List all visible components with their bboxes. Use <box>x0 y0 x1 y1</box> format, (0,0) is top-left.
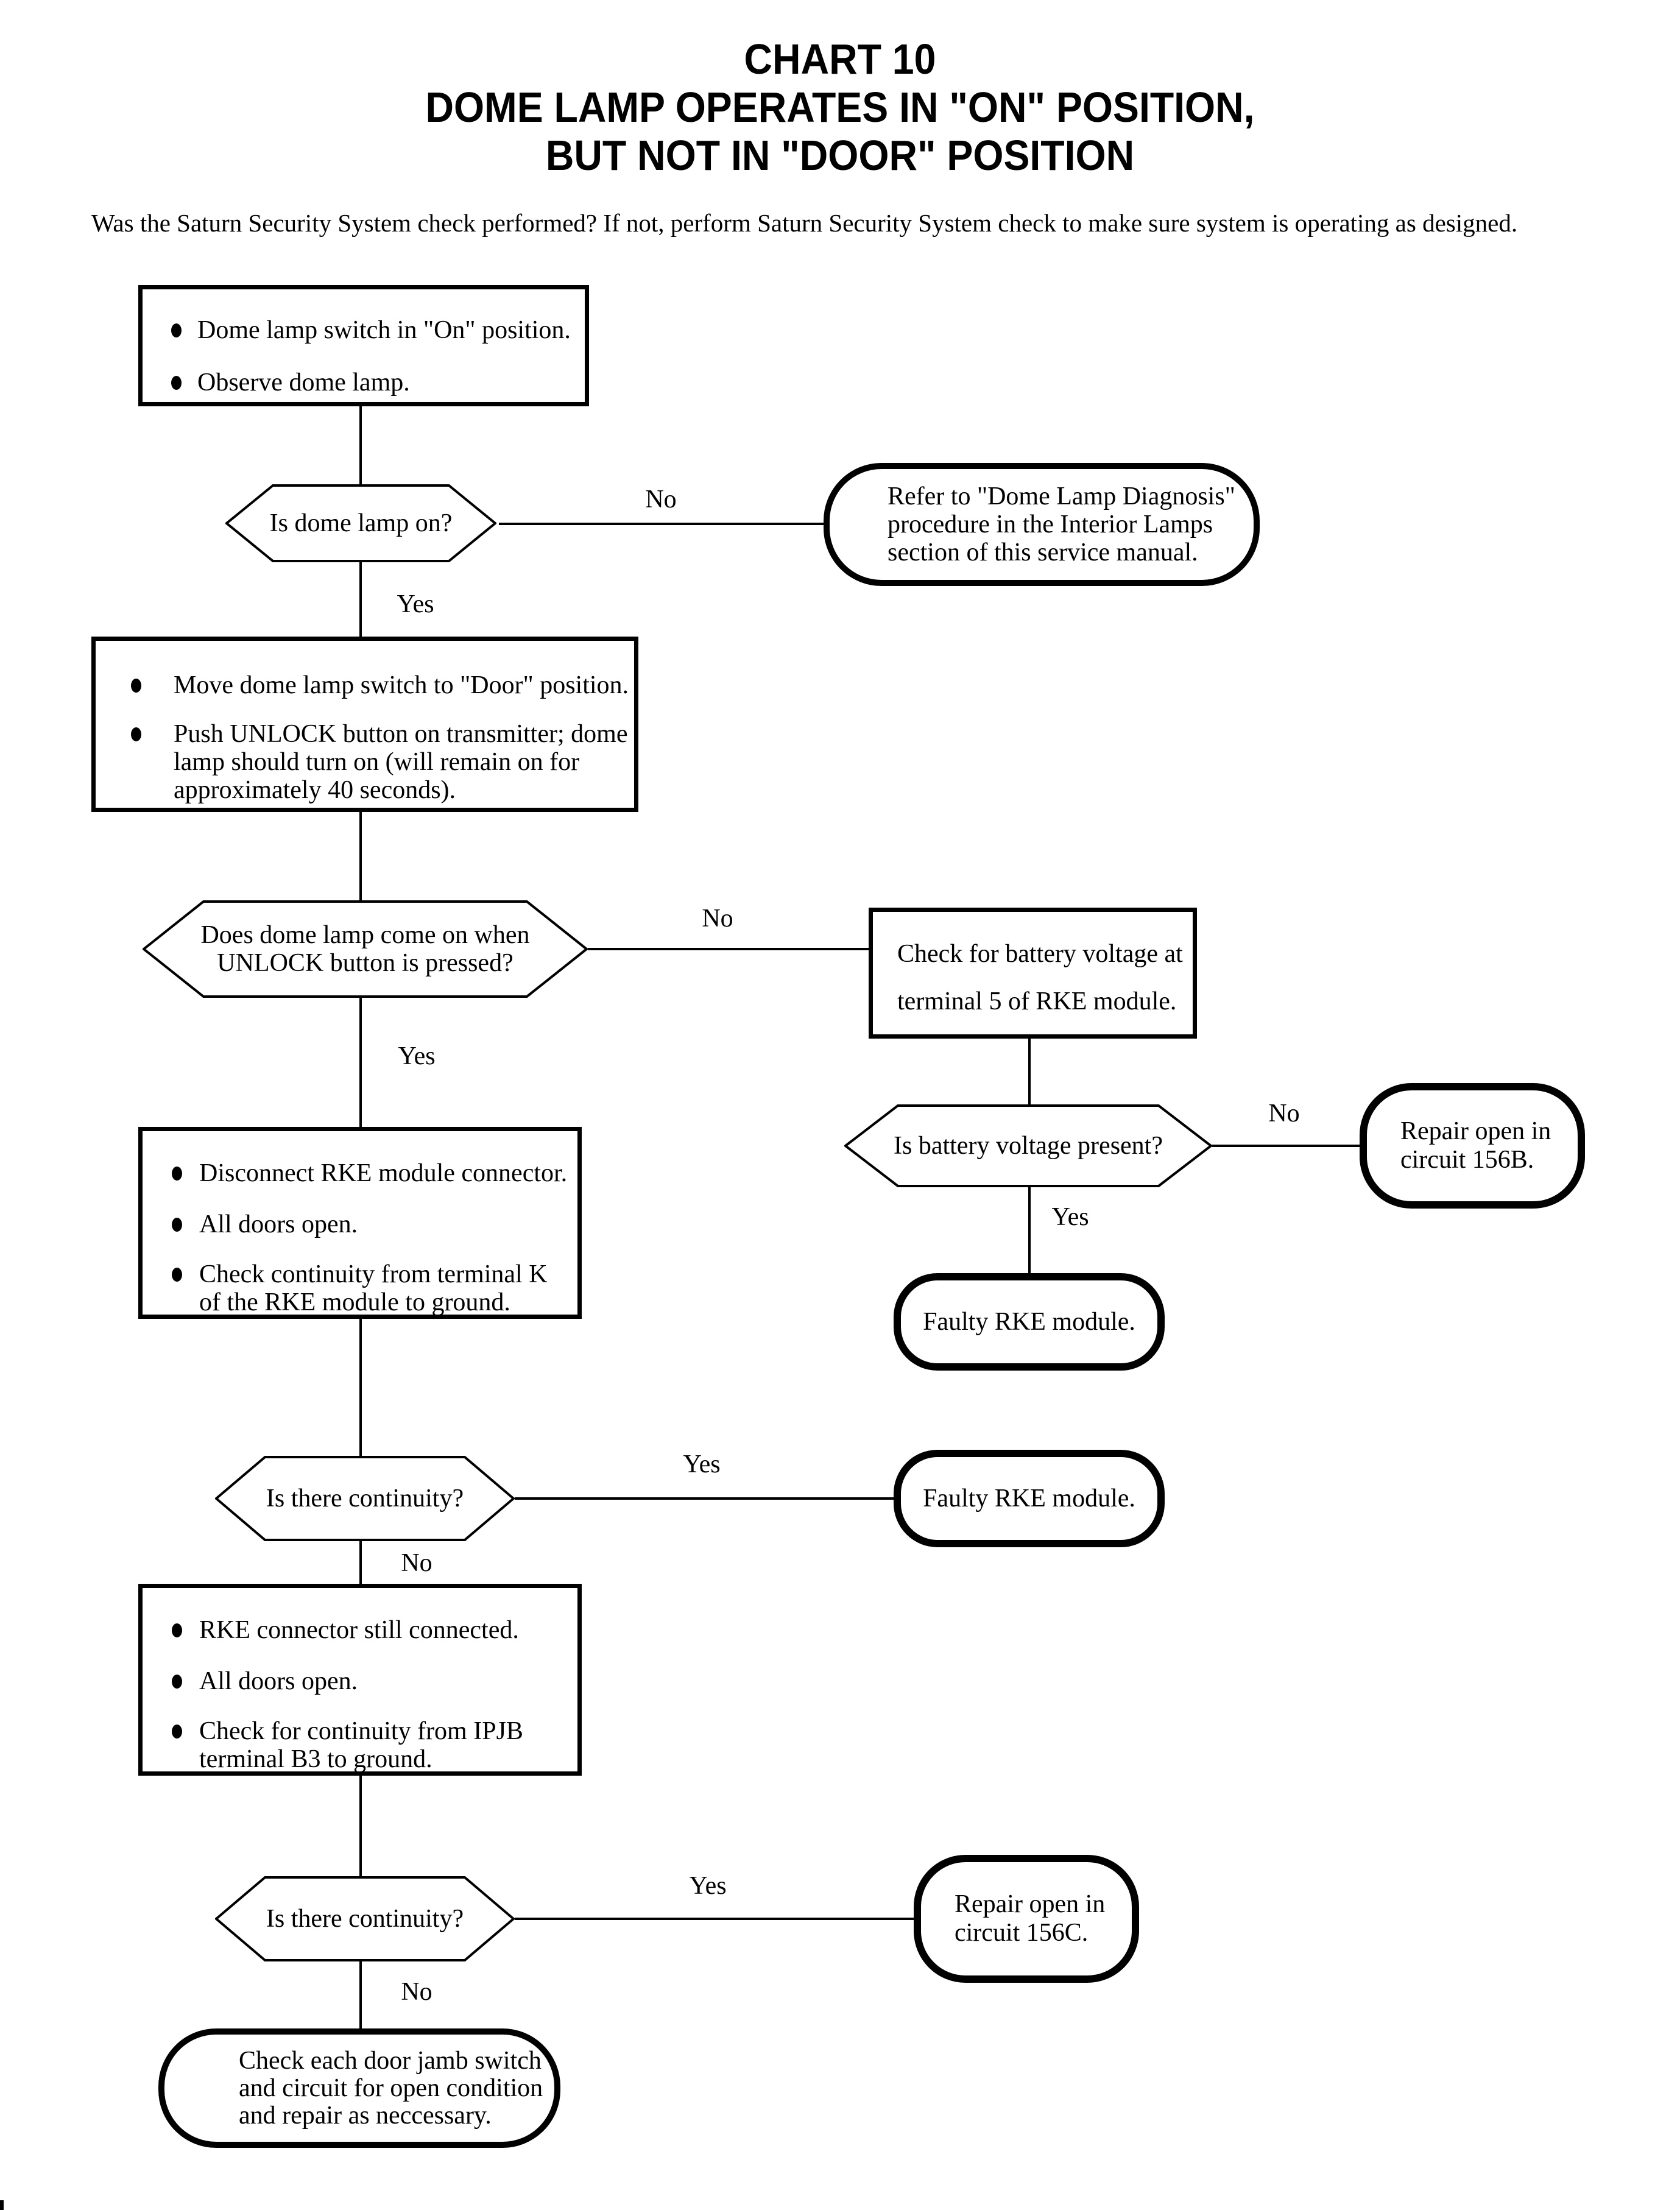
decision-question: Is battery voltage present? <box>894 1132 1163 1160</box>
terminal-text-line: procedure in the Interior Lamps <box>888 510 1213 538</box>
connector-line <box>359 1961 362 2028</box>
process-step: Disconnect RKE module connector. <box>199 1159 568 1187</box>
connector-line <box>359 998 362 1127</box>
connector-line <box>499 523 824 525</box>
terminal-text-line: circuit 156B. <box>1400 1146 1534 1174</box>
process-step: RKE connector still connected. <box>199 1616 519 1644</box>
decision-continuity-2: Is there continuity? <box>215 1876 515 1961</box>
connector-line <box>1028 1187 1031 1273</box>
connector-line <box>359 812 362 900</box>
process-step: lamp should turn on (will remain on for <box>174 748 580 776</box>
connector-line <box>1028 1039 1031 1104</box>
connector-line <box>359 1541 362 1584</box>
terminal-text-line: section of this service manual. <box>888 538 1198 567</box>
process-step: terminal B3 to ground. <box>199 1745 432 1773</box>
terminal-repair-156c: Repair open in circuit 156C. <box>914 1855 1139 1983</box>
decision-question: Is dome lamp on? <box>269 509 453 537</box>
label-no: No <box>401 1549 432 1577</box>
label-yes: Yes <box>397 590 434 618</box>
label-no: No <box>645 485 677 514</box>
decision-question-line: UNLOCK button is pressed? <box>217 949 514 977</box>
process-step: Move dome lamp switch to "Door" position… <box>174 671 629 699</box>
process-box-observe: Dome lamp switch in "On" position. Obser… <box>138 285 589 406</box>
process-step: All doors open. <box>199 1667 358 1695</box>
connector-line <box>359 1319 362 1456</box>
process-step: of the RKE module to ground. <box>199 1288 510 1316</box>
terminal-faulty-rke-1: Faulty RKE module. <box>894 1273 1165 1371</box>
chart-title-line1: CHART 10 <box>744 35 936 83</box>
label-yes: Yes <box>398 1042 436 1070</box>
connector-line <box>359 406 362 484</box>
hexagon-shape <box>215 1456 515 1541</box>
connector-line <box>588 948 869 950</box>
bullet-icon <box>171 323 182 337</box>
terminal-text-line: Check each door jamb switch <box>239 2046 542 2075</box>
connector-line <box>1212 1145 1360 1147</box>
process-box-battery: Check for battery voltage at terminal 5 … <box>869 908 1197 1039</box>
bullet-icon <box>131 679 141 693</box>
decision-question: Is there continuity? <box>266 1485 464 1513</box>
terminal-text: Faulty RKE module. <box>923 1308 1135 1336</box>
process-step: Check for battery voltage at <box>897 940 1183 968</box>
chart-title: CHART 10 DOME LAMP OPERATES IN "ON" POSI… <box>67 35 1612 180</box>
process-box-move-switch: Move dome lamp switch to "Door" position… <box>91 637 638 812</box>
label-no: No <box>1268 1100 1300 1128</box>
terminal-text: Faulty RKE module. <box>923 1485 1135 1513</box>
label-yes: Yes <box>689 1872 727 1900</box>
terminal-repair-156b: Repair open in circuit 156B. <box>1360 1083 1585 1209</box>
connector-line <box>515 1918 914 1920</box>
terminal-door-jamb: Check each door jamb switch and circuit … <box>158 2028 560 2148</box>
label-yes: Yes <box>683 1450 721 1478</box>
terminal-text-line: and repair as neccessary. <box>239 2101 492 2130</box>
hexagon-shape <box>143 900 588 998</box>
process-step: Dome lamp switch in "On" position. <box>197 316 571 344</box>
intro-text: Was the Saturn Security System check per… <box>91 209 1518 237</box>
terminal-text-line: and circuit for open condition <box>239 2074 543 2102</box>
connector-line <box>515 1497 894 1500</box>
label-yes: Yes <box>1051 1203 1089 1231</box>
bullet-icon <box>172 1218 182 1232</box>
decision-continuity-1: Is there continuity? <box>215 1456 515 1541</box>
decision-battery: Is battery voltage present? <box>844 1104 1212 1187</box>
bullet-icon <box>172 1623 182 1637</box>
hexagon-shape <box>844 1104 1212 1187</box>
decision-lamp-on: Is dome lamp on? <box>225 484 496 562</box>
chart-title-line2: DOME LAMP OPERATES IN "ON" POSITION, <box>425 83 1255 132</box>
terminal-text-line: circuit 156C. <box>955 1919 1089 1947</box>
scan-artifact <box>0 2200 4 2210</box>
terminal-faulty-rke-2: Faulty RKE module. <box>894 1450 1165 1547</box>
label-no: No <box>702 905 733 933</box>
process-step: approximately 40 seconds). <box>174 776 456 804</box>
process-step: Check for continuity from IPJB <box>199 1717 523 1745</box>
terminal-text-line: Refer to "Dome Lamp Diagnosis" <box>888 482 1235 510</box>
connector-line <box>359 562 362 637</box>
bullet-icon <box>172 1167 182 1181</box>
process-step: All doors open. <box>199 1210 358 1238</box>
hexagon-shape <box>225 484 496 562</box>
chart-title-line3: BUT NOT IN "DOOR" POSITION <box>545 132 1135 180</box>
process-step: terminal 5 of RKE module. <box>897 987 1177 1015</box>
terminal-refer-diagnosis: Refer to "Dome Lamp Diagnosis" procedure… <box>824 463 1260 586</box>
bullet-icon <box>172 1675 182 1689</box>
bullet-icon <box>172 1268 182 1282</box>
terminal-text-line: Repair open in <box>955 1890 1106 1918</box>
hexagon-shape <box>215 1876 515 1961</box>
process-box-disconnect: Disconnect RKE module connector. All doo… <box>138 1127 582 1319</box>
process-box-connected: RKE connector still connected. All doors… <box>138 1584 582 1776</box>
process-step: Observe dome lamp. <box>197 369 410 397</box>
decision-question-line: Does dome lamp come on when <box>200 921 530 949</box>
bullet-icon <box>171 376 182 390</box>
decision-unlock: Does dome lamp come on when UNLOCK butto… <box>143 900 588 998</box>
terminal-text-line: Repair open in <box>1400 1117 1551 1145</box>
decision-question: Is there continuity? <box>266 1905 464 1933</box>
bullet-icon <box>172 1725 182 1739</box>
process-step: Check continuity from terminal K <box>199 1260 548 1288</box>
label-no: No <box>401 1978 432 2006</box>
connector-line <box>359 1776 362 1876</box>
process-step: Push UNLOCK button on transmitter; dome <box>174 720 628 748</box>
bullet-icon <box>131 727 141 741</box>
